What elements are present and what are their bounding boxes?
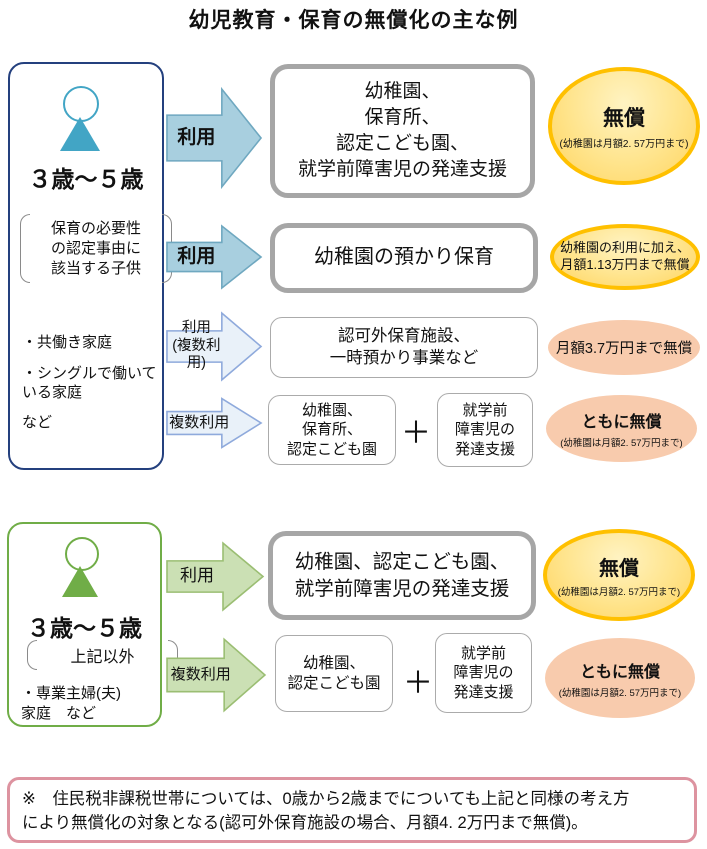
age-label: ３歳～５歳 <box>27 615 142 641</box>
result-note: (幼稚園は月額2. 57万円まで) <box>557 587 681 598</box>
group-box-age3to5-certified: ３歳～５歳 保育の必要性 の認定事由に 該当する子供 ・共働き家庭 ・シングルで… <box>8 62 172 470</box>
facility-box-g2a: 幼稚園、 認定こども園 <box>275 635 393 712</box>
footnote-box: ※ 住民税非課税世帯については、0歳から2歳までについても上記と同様の考え方 に… <box>7 777 697 843</box>
result-label: ともに無償 <box>581 414 662 431</box>
examples-list: ・専業主婦(夫) 家庭 など <box>21 684 156 735</box>
facility-box-4b: 就学前 障害児の 発達支援 <box>437 393 533 467</box>
examples-list: ・共働き家庭 ・シングルで働いて いる家庭 など <box>22 334 158 445</box>
facility-box-g1: 幼稚園、認定こども園、 就学前障害児の発達支援 <box>268 531 536 620</box>
arrow-label: 複数利用 <box>169 414 230 431</box>
example-item: ・シングルで働いて いる家庭 <box>22 364 157 401</box>
result-note: (幼稚園は月額2. 57万円まで) <box>559 139 689 150</box>
result-ellipse-4: ともに無償 (幼稚園は月額2. 57万円まで) <box>546 395 697 462</box>
right-arrow-icon <box>165 637 267 713</box>
condition-bracket: 上記以外 <box>27 640 178 670</box>
arrow-use-green-1: 利用 <box>165 541 265 612</box>
plus-sign: ＋ <box>401 417 431 450</box>
result-ellipse-1: 無償 (幼稚園は月額2. 57万円まで) <box>548 67 700 185</box>
example-item: ・共働き家庭 <box>22 334 113 351</box>
right-arrow-icon <box>165 311 263 382</box>
arrow-label: 複数利用 <box>170 666 231 683</box>
arrow-multi-4: 複数利用 <box>165 397 263 449</box>
arrow-use-1: 利用 <box>165 86 263 190</box>
arrow-label: 利用 <box>177 245 216 267</box>
result-label: 無償 <box>603 107 645 130</box>
facility-box-4a: 幼稚園、 保育所、 認定こども園 <box>268 395 396 465</box>
arrow-use-2: 利用 <box>165 224 263 290</box>
facility-box-3: 認可外保育施設、 一時預かり事業など <box>270 317 538 378</box>
result-label: 無償 <box>599 558 639 580</box>
right-arrow-icon <box>165 541 265 612</box>
arrow-label: 利用 <box>177 126 216 148</box>
result-ellipse-g1: 無償 (幼稚園は月額2. 57万円まで) <box>543 529 695 621</box>
arrow-multi-green-2: 複数利用 <box>165 637 267 713</box>
right-arrow-icon <box>165 397 263 449</box>
example-item: ・専業主婦(夫) 家庭 など <box>21 685 121 722</box>
plus-sign: ＋ <box>403 667 433 700</box>
person-icon <box>63 86 99 122</box>
result-ellipse-2: 幼稚園の利用に加え、 月額1.13万円まで無償 <box>550 224 700 290</box>
arrow-label: 利用 (複数利用) <box>172 320 221 372</box>
arrow-use-multi-3: 利用 (複数利用) <box>165 311 263 382</box>
result-note: (幼稚園は月額2. 57万円まで) <box>558 687 682 699</box>
right-arrow-icon <box>165 224 263 290</box>
age-label: ３歳～５歳 <box>28 166 144 192</box>
result-note: (幼稚園は月額2. 57万円まで) <box>560 438 683 449</box>
example-item: など <box>22 414 53 432</box>
right-arrow-icon <box>165 86 263 190</box>
result-ellipse-3: 月額3.7万円まで無償 <box>548 320 700 375</box>
page-title: 幼児教育・保育の無償化の主な例 <box>188 9 519 32</box>
person-icon-body <box>62 566 98 597</box>
facility-box-g2b: 就学前 障害児の 発達支援 <box>435 633 532 713</box>
result-label: ともに無償 <box>579 663 660 681</box>
arrow-label: 利用 <box>180 566 214 586</box>
facility-box-2: 幼稚園の預かり保育 <box>270 223 538 293</box>
result-ellipse-g2: ともに無償 (幼稚園は月額2. 57万円まで) <box>545 638 695 718</box>
person-icon-body <box>60 117 100 151</box>
facility-box-1: 幼稚園、 保育所、 認定こども園、 就学前障害児の発達支援 <box>270 64 535 198</box>
group-box-age3to5-other: ３歳～５歳 上記以外 ・専業主婦(夫) 家庭 など <box>7 522 178 727</box>
condition-bracket: 保育の必要性 の認定事由に 該当する子供 <box>20 214 172 284</box>
